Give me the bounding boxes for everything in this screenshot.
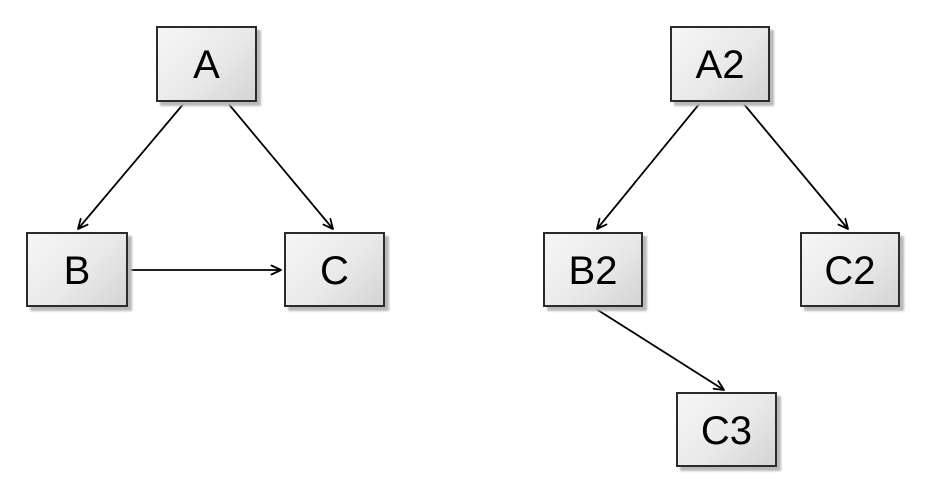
node-label: C2 [824, 248, 876, 293]
node-B: B [26, 232, 128, 307]
edge-A-C [226, 101, 334, 230]
node-C2: C2 [800, 232, 900, 307]
node-B2: B2 [543, 232, 643, 307]
node-C3: C3 [676, 392, 777, 467]
node-A2: A2 [670, 26, 770, 102]
edge-A2-C2 [742, 102, 849, 230]
node-C: C [284, 232, 385, 307]
node-label: C3 [700, 408, 753, 453]
node-A: A [156, 26, 257, 102]
node-label: C [320, 248, 349, 293]
node-label: A2 [695, 43, 745, 87]
node-label: A [193, 43, 220, 87]
edge-B2-C3 [592, 306, 725, 391]
edge-A2-B2 [596, 102, 701, 230]
node-label: B2 [568, 248, 618, 293]
node-label: B [63, 248, 91, 293]
edge-A-B [77, 101, 186, 230]
